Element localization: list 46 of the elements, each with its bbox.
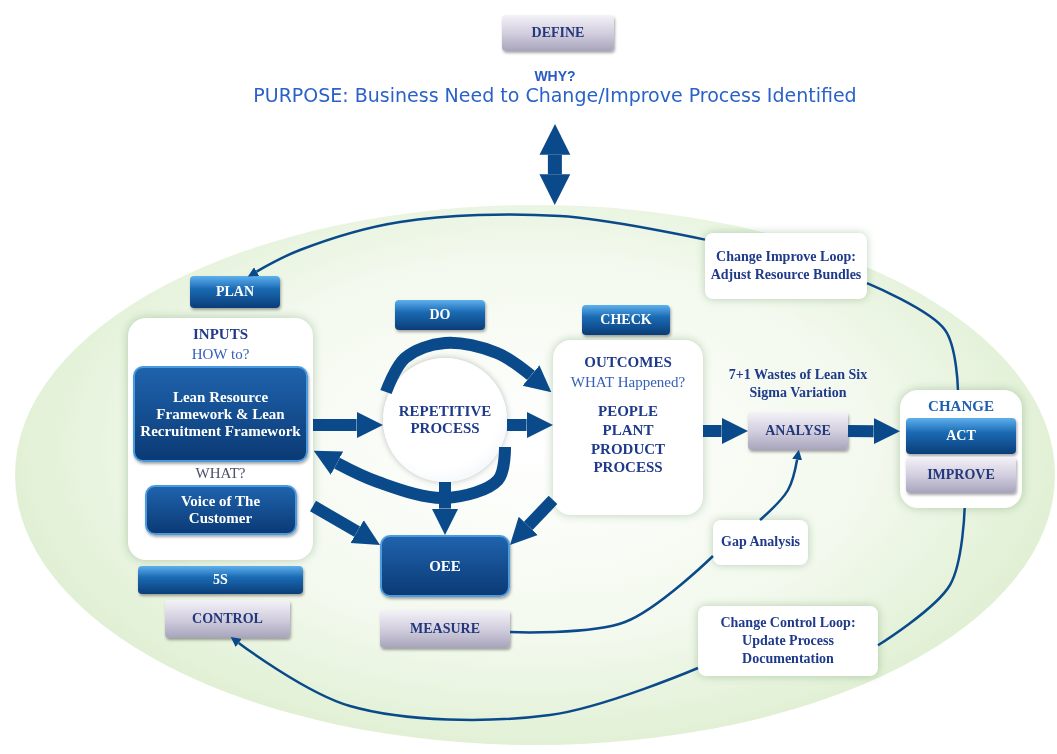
block-arrow [309, 500, 380, 545]
block-arrow [703, 417, 748, 445]
arrow [759, 449, 803, 521]
purpose-statement: PURPOSE: Business Need to Change/Improve Process Identified [253, 84, 857, 106]
panel-heading: OUTCOMES [584, 354, 672, 371]
framework-box: Lean Resource Framework & Lean Recruitment Framework [133, 366, 308, 462]
stage-tab: ANALYSE [748, 412, 848, 450]
annotation-text: 7+1 Wastes of Lean Six Sigma Variation [727, 366, 869, 403]
block-arrow [847, 417, 900, 445]
block-double-arrow [539, 124, 571, 205]
customer-box: Voice of The Customer [144, 485, 297, 535]
question-text: WHY? [534, 68, 576, 84]
connector-line [877, 507, 966, 647]
inputs-panel [128, 318, 313, 560]
stage-tab: MEASURE [380, 610, 510, 648]
stage-tab: ACT [906, 418, 1016, 454]
block-arrow [313, 446, 511, 504]
block-arrow [313, 411, 383, 439]
stage-tab: CHECK [582, 305, 670, 335]
connector-line [509, 555, 714, 634]
change-panel [900, 390, 1022, 508]
stage-tab: CONTROL [165, 600, 290, 638]
block-arrow [506, 411, 553, 439]
block-arrow [510, 495, 558, 545]
question-text: HOW to? [191, 346, 250, 363]
stage-tab: IMPROVE [906, 457, 1016, 493]
process-circle: REPETITIVE PROCESS [383, 358, 507, 482]
category-list: PEOPLE PLANT PRODUCT PROCESS [580, 402, 676, 477]
stage-tab: DEFINE [502, 15, 614, 51]
connector-line [866, 282, 960, 391]
note-box: Gap Analysis [713, 520, 808, 565]
arrow [230, 636, 699, 722]
stage-tab: 5S [138, 566, 303, 594]
stage-tab: PLAN [190, 276, 280, 308]
question-text: WHAT? [195, 465, 246, 482]
stage-tab: DO [395, 300, 485, 330]
block-arrow [431, 482, 459, 535]
block-arrow [380, 336, 552, 395]
metric-box: OEE [380, 535, 510, 597]
note-box: Change Improve Loop: Adjust Resource Bundles [705, 233, 867, 299]
arrow [247, 213, 706, 277]
question-text: WHAT Happened? [570, 374, 686, 391]
note-box: Change Control Loop: Update Process Documentation [698, 606, 878, 676]
panel-heading: INPUTS [193, 326, 248, 343]
outcomes-panel [553, 340, 703, 515]
panel-heading: CHANGE [928, 398, 994, 415]
